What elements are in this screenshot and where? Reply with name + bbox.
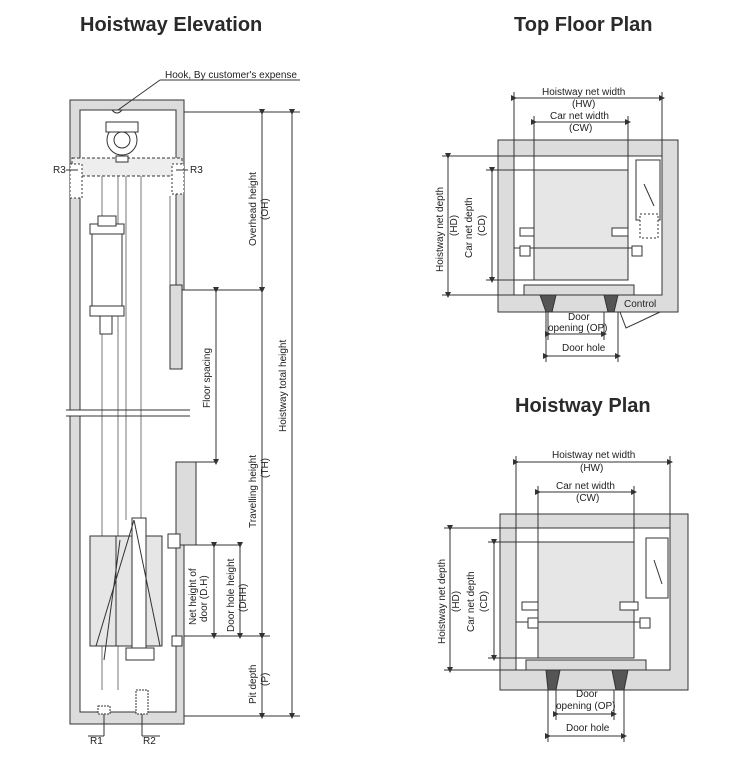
hook-label: Hook, By customer's expense xyxy=(165,70,297,81)
pit-buffer-r1 xyxy=(97,705,111,715)
counterweight xyxy=(91,227,123,311)
plan-hd-abbr: (HD) xyxy=(451,591,462,612)
top-cw-abbr: (CW) xyxy=(569,123,592,134)
plan-cd-label: Car net depth xyxy=(466,571,477,632)
plan-door-label: Door xyxy=(576,689,598,700)
top-cd-label: Car net depth xyxy=(464,197,475,258)
door-hole-height-abbr: (DHH) xyxy=(238,584,249,612)
pit-depth-abbr: (P) xyxy=(260,673,271,686)
elevation-drawing xyxy=(66,79,300,737)
top-hw-label: Hoistway net width xyxy=(542,87,625,98)
top-hd-abbr: (HD) xyxy=(449,215,460,236)
total-height-label: Hoistway total height xyxy=(278,340,289,432)
top-cw-label: Car net width xyxy=(550,111,609,122)
overhead-abbr: (OH) xyxy=(260,198,271,220)
r1-label: R1 xyxy=(90,736,103,747)
top-floor-plan-title: Top Floor Plan xyxy=(514,14,653,36)
top-door-label: Door xyxy=(568,312,590,323)
plan-cd-abbr: (CD) xyxy=(479,591,490,612)
top-plan-car xyxy=(533,169,629,281)
plan-hd-label: Hoistway net depth xyxy=(437,559,448,644)
plan-car xyxy=(537,541,635,659)
plan-hw-abbr: (HW) xyxy=(580,463,603,474)
pit-depth-label: Pit depth xyxy=(248,665,259,704)
hoistway-plan-drawing xyxy=(444,456,689,742)
top-cd-abbr: (CD) xyxy=(477,215,488,236)
hoistway-plan-title: Hoistway Plan xyxy=(515,395,651,417)
net-door-height-label-2: door (D.H) xyxy=(199,575,210,622)
floor-spacing-label: Floor spacing xyxy=(202,348,213,408)
r2-label: R2 xyxy=(143,736,156,747)
top-hw-abbr: (HW) xyxy=(572,99,595,110)
plan-cw-abbr: (CW) xyxy=(576,493,599,504)
top-door-hole-label: Door hole xyxy=(562,343,606,354)
top-opening-label: opening (OP) xyxy=(548,323,607,334)
overhead-label: Overhead height xyxy=(248,172,259,246)
door-hole-height-label: Door hole height xyxy=(226,558,237,632)
pit-buffer-r2 xyxy=(135,689,149,715)
r3-right-label: R3 xyxy=(190,165,203,176)
r3-left-label: R3 xyxy=(53,165,66,176)
plan-door-hole-label: Door hole xyxy=(566,723,610,734)
elevator-car xyxy=(89,535,163,647)
control-label: Control xyxy=(624,299,656,310)
lower-landing-slab xyxy=(175,461,197,546)
plan-cw-label: Car net width xyxy=(556,481,615,492)
plan-opening-label: opening (OP) xyxy=(556,701,615,712)
plan-hw-label: Hoistway net width xyxy=(552,450,635,461)
top-floor-plan-drawing xyxy=(442,92,679,362)
top-hd-label: Hoistway net depth xyxy=(435,187,446,272)
net-door-height-label: Net height of xyxy=(188,568,199,625)
top-plan-counterweight xyxy=(635,159,661,221)
upper-landing-slab xyxy=(169,284,183,370)
travel-height-label: Travelling height xyxy=(248,455,259,528)
elevation-title: Hoistway Elevation xyxy=(80,14,263,36)
travel-height-abbr: (TH) xyxy=(260,458,271,478)
